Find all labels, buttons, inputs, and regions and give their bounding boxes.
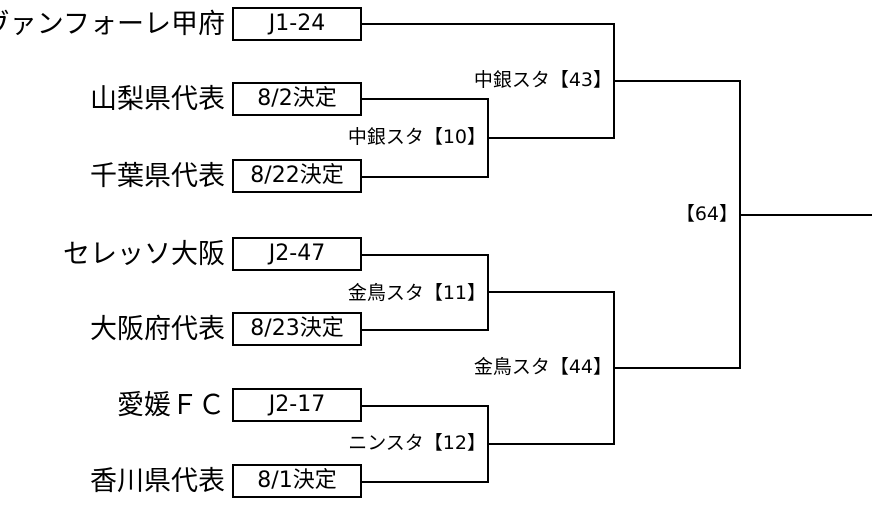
team-name-yamanashi: 山梨県代表 <box>90 84 225 115</box>
seed-box-chiba: 8/22決定 <box>232 159 362 193</box>
match-label-10: 中銀スタ【10】 <box>347 125 486 149</box>
team-name-chiba: 千葉県代表 <box>90 161 225 192</box>
team-name-cerezo: セレッソ大阪 <box>63 239 225 270</box>
match-label-64: 【64】 <box>675 202 738 226</box>
match-label-11: 金鳥スタ【11】 <box>347 281 486 305</box>
seed-box-kofu: J1-24 <box>232 7 362 41</box>
seed-box-ehime: J2-17 <box>232 388 362 422</box>
seed-box-yamanashi: 8/2決定 <box>232 82 362 116</box>
match-label-12: ニンスタ【12】 <box>348 431 486 455</box>
team-name-ehime: 愛媛ＦＣ <box>117 390 225 421</box>
team-name-kagawa: 香川県代表 <box>90 466 225 497</box>
seed-box-osaka: 8/23決定 <box>232 312 362 346</box>
match-label-43: 中銀スタ【43】 <box>473 68 612 92</box>
team-name-osaka: 大阪府代表 <box>90 314 225 345</box>
team-name-kofu: ヴァンフォーレ甲府 <box>0 9 225 40</box>
seed-box-cerezo: J2-47 <box>232 237 362 271</box>
seed-box-kagawa: 8/1決定 <box>232 464 362 498</box>
match-label-44: 金鳥スタ【44】 <box>473 355 612 379</box>
